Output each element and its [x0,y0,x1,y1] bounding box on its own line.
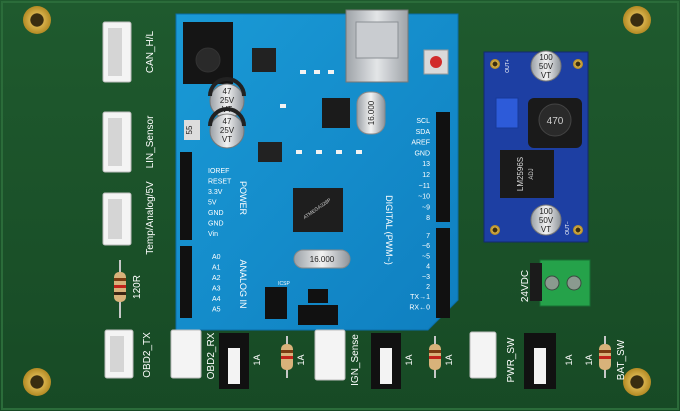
label-24vdc: 24VDC [520,270,531,302]
lm2596-name: LM2596S [516,157,525,191]
relay-label-2: 1A [296,354,306,365]
analog-title: ANALOG IN [238,259,248,308]
digital-pin-label-top-6: ~11 [419,183,430,190]
digital-pin-label-bottom-7: RX←0 [409,304,430,311]
arduino-capacitors [208,77,246,149]
digital-pin-label-bottom-2: ~5 [422,253,430,260]
digital-pin-label-top-8: ~9 [422,204,430,211]
power-pin-label-6: Vin [208,231,218,238]
inductor-label: 470 [547,116,564,127]
cap2-code: VT [222,135,232,144]
digital-title: DIGITAL (PWM~) [384,195,394,265]
analog-pin-label-4: A4 [212,296,221,303]
relay-label-1: 1A [252,354,262,365]
analog-pin-label-0: A0 [212,254,221,261]
analog-pin-label-2: A2 [212,275,221,282]
cap1-value: 47 [223,87,232,96]
relay-label-4: 1A [444,354,454,365]
digital-pin-label-bottom-5: 2 [426,284,430,291]
digital-pin-label-top-5: 12 [422,172,430,179]
digital-pin-label-top-1: SDA [416,129,431,136]
digital-pin-label-top-9: 8 [426,215,430,222]
label-120r: 120R [132,275,143,299]
digital-header-top [436,112,450,222]
digital-pin-label-bottom-3: 4 [426,264,430,271]
icsp-label: ICSP [278,281,290,287]
power-pin-label-0: IOREF [208,168,229,175]
label-bat: BAT_SW [616,339,627,380]
power-title: POWER [238,181,248,216]
digital-pin-label-top-7: ~10 [418,194,430,201]
digital-pin-label-bottom-4: ~3 [422,274,430,281]
icsp-header [265,287,338,325]
cap1-code: VT [222,105,232,114]
module-out-plus: OUT+ [505,59,511,73]
power-pin-label-4: GND [208,210,224,217]
label-obd2-rx: OBD2_RX [206,332,217,379]
label-obd2-tx: OBD2_TX [142,332,153,378]
crystal-bottom-label: 16.000 [310,255,335,264]
resistor-120r [114,260,126,318]
digital-pin-label-bottom-6: TX→1 [410,294,430,301]
label-pwr: PWR_SW [506,337,517,383]
analog-pin-label-1: A1 [212,265,221,272]
crystal-bottom [293,249,351,269]
module-cap-bottom-voltage: 50V [539,216,554,225]
relay-label-3: 1A [404,354,414,365]
power-pin-label-3: 5V [208,200,217,207]
mounting-holes [23,6,651,396]
module-cap-top-code: VT [541,71,551,80]
mcu-chip [293,188,343,232]
label-temp: Temp/Analog/5V [145,181,156,255]
digital-pin-label-bottom-1: ~6 [422,243,430,250]
module-cap-bottom-code: VT [541,225,551,234]
analog-pin-label-5: A5 [212,307,221,314]
digital-pin-label-top-4: 13 [422,161,430,168]
analog-header [180,246,192,318]
crystal-top [356,91,386,135]
digital-pin-label-top-3: GND [414,150,430,157]
bottom-resistors [281,336,611,378]
cap2-voltage: 25V [220,126,235,135]
relays [219,333,556,389]
digital-pin-label-top-2: AREF [411,140,430,147]
lm2596-sub: ADJ [529,168,535,179]
lm2596-chip [500,150,554,198]
digital-pin-labels-bottom: 7 ~6 ~5 4 ~3 2TX→1RX←0 [409,233,430,311]
digital-pin-labels-top: SCL SDA AREF GND 13 12 ~11 ~10 ~9 8 [411,118,430,222]
power-header [180,152,192,240]
label-can: CAN_H/L [145,30,156,73]
label-ign: IGN_Sense [350,334,361,386]
power-pin-labels: IOREF RESET 3.3V 5V GND GND Vin [208,168,232,238]
cap1-voltage: 25V [220,96,235,105]
module-cap-top-voltage: 50V [539,62,554,71]
cap2-value: 47 [223,117,232,126]
relay-label-5: 1A [564,354,574,365]
trimmer-pot [495,97,519,129]
module-cap-bottom-value: 100 [539,207,553,216]
relay-label-6: 1A [584,354,594,365]
digital-header-bottom [436,228,450,318]
digital-pin-label-top-0: SCL [416,118,430,125]
power-pin-label-5: GND [208,221,224,228]
crystal-top-label: 16.000 [367,100,376,125]
analog-pin-label-3: A3 [212,286,221,293]
module-cap-top-value: 100 [539,53,553,62]
digital-pin-label-bottom-0: 7 [426,233,430,240]
module-out-minus: OUT− [565,221,571,235]
cap-small-label: 55 [185,125,194,134]
power-pin-label-1: RESET [208,179,232,186]
label-lin: LIN_Sensor [145,115,156,168]
power-pin-label-2: 3.3V [208,189,223,196]
